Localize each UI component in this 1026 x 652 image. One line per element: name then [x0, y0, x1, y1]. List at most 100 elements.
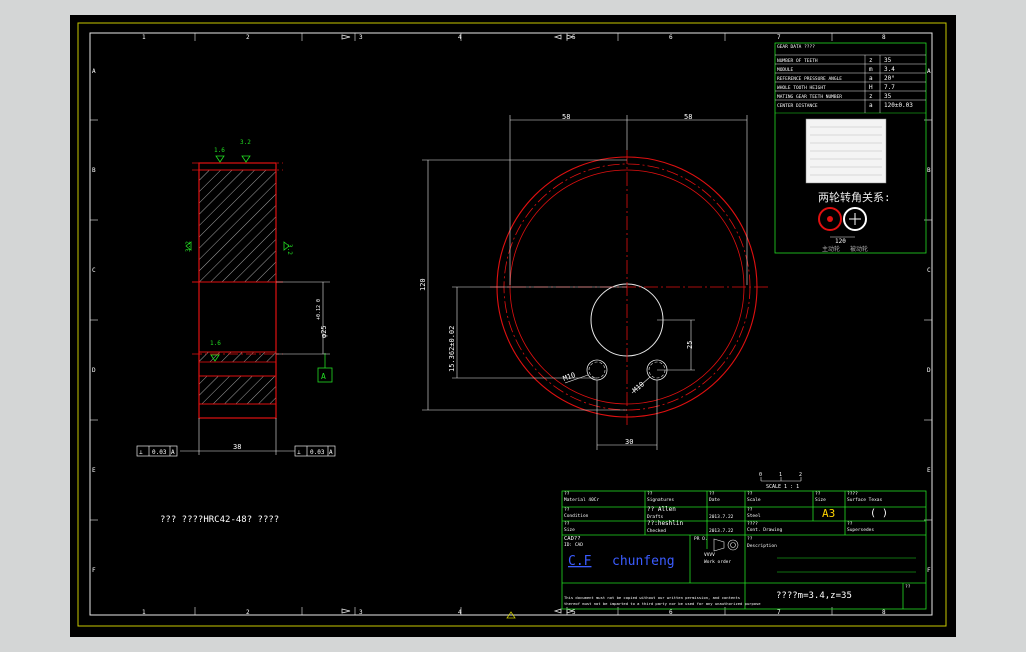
tolerance-frame-left: [136, 445, 178, 457]
row-value: 7.7: [884, 84, 895, 91]
drawing-sheet: 1 2 3 4 5 6 7 8 1 2 3 4 5 6 7 8 A B C D …: [70, 15, 956, 637]
roughness-symbol: [210, 354, 220, 362]
width-value: 38: [233, 443, 241, 451]
col-label: 4: [458, 34, 462, 41]
company-name: chunfeng: [612, 554, 675, 569]
tb-drafter: ?? Allen: [647, 506, 676, 513]
tol-datum: A: [171, 449, 175, 456]
row-label: MODULE: [777, 67, 794, 73]
row-value: 120±0.03: [884, 102, 913, 109]
row-symbol: z: [869, 93, 873, 100]
tb-projection: PR O.: [694, 536, 708, 542]
outer-border: [77, 22, 947, 627]
driver-label: 主动轮: [822, 245, 840, 253]
perp-symbol: ⊥: [139, 449, 143, 456]
tb-draft-date: 2013.7.22: [709, 514, 734, 520]
row-label: MATING GEAR TEETH NUMBER: [777, 94, 842, 100]
tb-drafts: Drafts: [647, 514, 664, 520]
col-label: 1: [142, 609, 146, 616]
roughness-value: 3.2: [185, 241, 192, 252]
row-label: F: [927, 567, 931, 574]
scale-tick: 0: [759, 472, 762, 478]
col-label: 7: [777, 34, 781, 41]
col-label: 8: [882, 34, 886, 41]
driven-gear-icon: [843, 207, 867, 231]
width-dimension: [180, 418, 295, 455]
tb-work-order: Work order: [704, 559, 731, 565]
keyway-hatch: [198, 351, 277, 363]
roughness-value: 3.2: [240, 139, 251, 146]
row-label: CENTER DISTANCE: [777, 103, 818, 109]
row-symbol: z: [869, 57, 873, 64]
row-symbol: H: [869, 84, 873, 91]
col-label: 5: [572, 34, 576, 41]
col-label: 5: [572, 609, 576, 616]
row-label: D: [927, 367, 931, 374]
row-label: B: [927, 167, 931, 174]
perp-symbol: ⊥: [297, 449, 301, 456]
tb-cad-label: CAD??: [564, 536, 581, 542]
bore-diameter: φ25: [320, 325, 328, 338]
tol-value: 0.03: [310, 449, 325, 456]
tolerance-text-right: ⊥ 0.03 A: [297, 449, 333, 456]
tb-size2: Size: [564, 527, 575, 533]
company-logo: C.F: [568, 554, 592, 569]
bore-dimension: [276, 281, 330, 355]
tb-label: ??: [747, 507, 753, 513]
surface-value: ( ): [870, 508, 888, 519]
tb-checked: Checked: [647, 528, 666, 534]
column-labels-top: 1 2 3 4 5 6 7 8: [142, 34, 886, 41]
tb-description: Description: [747, 543, 777, 549]
col-label: 4: [458, 609, 462, 616]
hub-hatch: [198, 375, 277, 405]
hole-offset: 25: [686, 341, 694, 349]
col-label: 7: [777, 609, 781, 616]
paper-size: A3: [822, 507, 835, 520]
scale-tick: 2: [799, 472, 802, 478]
row-value: 20°: [884, 75, 895, 82]
row-label: E: [927, 467, 931, 474]
gear-front-view: [490, 150, 768, 425]
title-block: [561, 490, 927, 610]
row-value: 35: [884, 57, 892, 64]
roughness-symbol: [283, 241, 290, 251]
tb-label: ??: [747, 491, 753, 497]
tb-label: ??: [564, 491, 570, 497]
row-label: A: [927, 68, 931, 75]
half-width-left: 58: [562, 113, 570, 121]
tolerance-text-left: ⊥ 0.03 A: [139, 449, 175, 456]
roughness-symbol: [215, 155, 225, 163]
tb-disclaimer: This document must not be copied without…: [564, 595, 740, 600]
scale-label: SCALE 1 : 1: [766, 484, 799, 490]
col-label: 6: [669, 609, 673, 616]
cad-drawing: 1 2 3 4 5 6 7 8 1 2 3 4 5 6 7 8 A B C D …: [77, 22, 947, 627]
tb-sheet-no: ??: [905, 584, 911, 590]
tol-value: 0.03: [152, 449, 167, 456]
tb-label: ??: [847, 521, 853, 527]
col-label: 2: [246, 34, 250, 41]
bore-tolerance: +0.12 0: [316, 299, 322, 320]
row-symbol: a: [869, 75, 873, 82]
tb-condition: Condition: [564, 513, 589, 519]
driven-label: 被动轮: [850, 245, 868, 253]
roughness-value: 3.2: [286, 244, 293, 255]
table-header: GEAR DATA ????: [777, 44, 815, 50]
tb-label: ????: [747, 521, 758, 527]
col-label: 3: [359, 34, 363, 41]
tapped-hole: [586, 359, 608, 381]
centering-arrows: [341, 34, 575, 619]
left-annotations: [185, 155, 333, 383]
technical-note: ??? ????HRC42-48? ????: [160, 515, 279, 525]
roughness-value: 1.6: [210, 340, 221, 347]
projection-symbol: [713, 538, 739, 552]
gear-data-table: GEAR DATA ???? NUMBER OF TEETH MODULE RE…: [774, 42, 927, 254]
keyway-dimension: 15.362±0.02: [448, 326, 456, 372]
scale-bar: [760, 477, 802, 482]
tb-label: ??: [747, 536, 753, 542]
datum-label: A: [321, 372, 326, 381]
outer-diameter: 120: [419, 278, 427, 291]
col-label: 6: [669, 34, 673, 41]
tb-scale: Scale: [747, 497, 761, 503]
zone-ticks: [90, 33, 932, 615]
table-values: 35 3.4 20° 7.7 35 120±0.03: [884, 57, 913, 109]
